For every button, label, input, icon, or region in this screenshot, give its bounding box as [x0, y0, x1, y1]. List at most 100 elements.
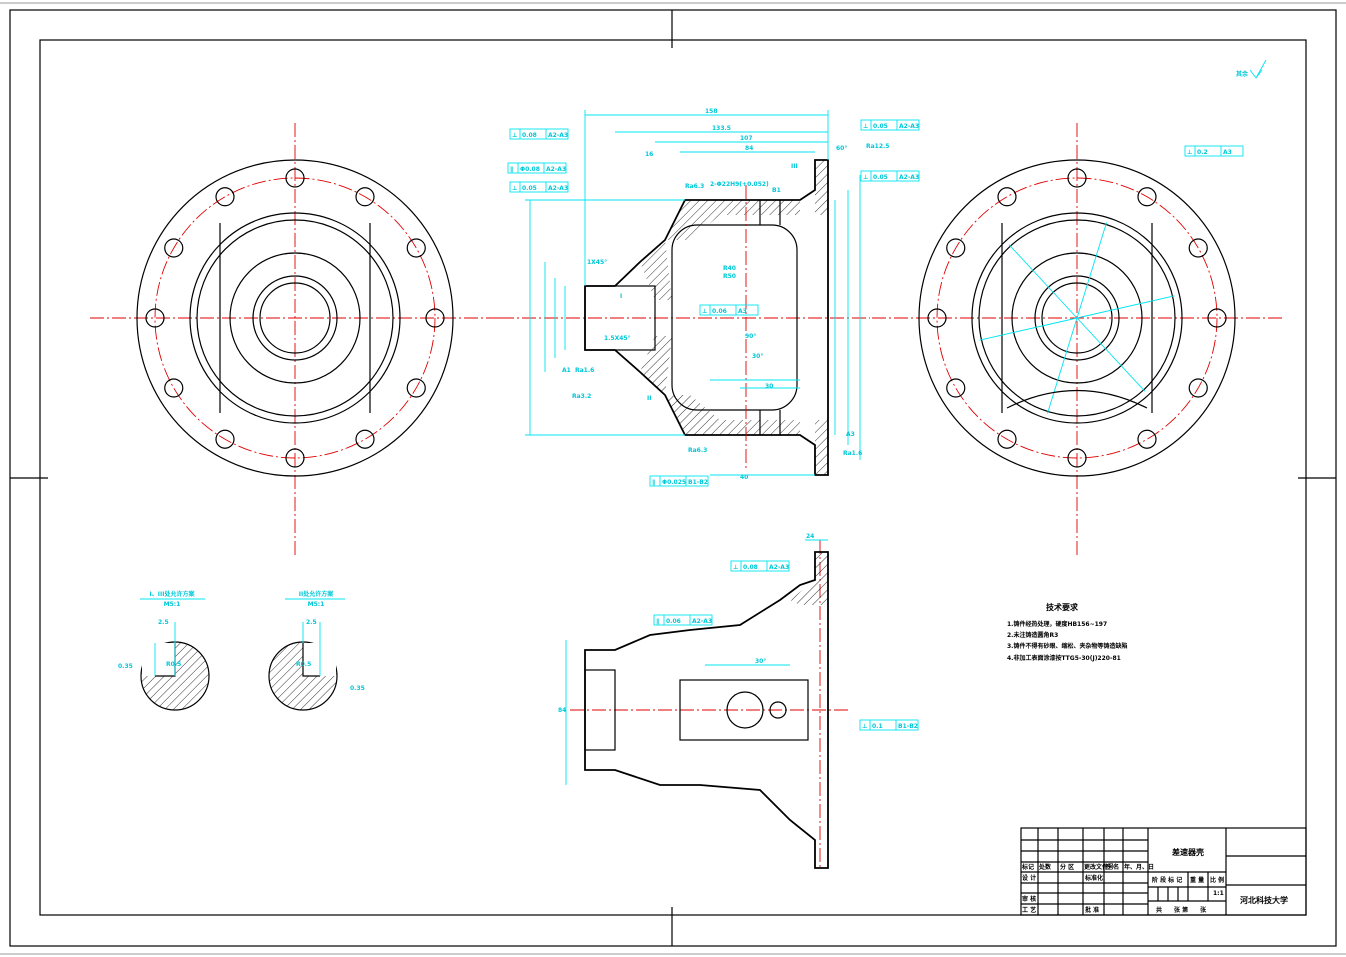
tolerance-text: 0.05 — [522, 185, 537, 192]
contour-circle — [136, 159, 454, 477]
detail-scale: M5:1 — [308, 601, 325, 608]
tolerance-text: ∥ — [652, 479, 655, 486]
dim-107: 107 — [740, 135, 753, 142]
inner-frame — [39, 39, 1307, 916]
bolt-hole — [425, 308, 445, 328]
contour-circle — [1034, 275, 1120, 361]
bolt-hole — [927, 308, 947, 328]
tolerance-text: 0.05 — [873, 174, 888, 181]
roughness-ra125: Ra12.5 — [866, 143, 889, 150]
tolerance-text: ⊥ — [1187, 149, 1192, 156]
tb-header: 标记 — [1021, 863, 1034, 871]
tolerance-text: 0.06 — [666, 618, 681, 625]
dim-r40: R40 — [723, 265, 736, 272]
contour-circle — [189, 212, 401, 424]
contour-circle — [229, 252, 361, 384]
right-end-view — [872, 123, 1282, 558]
datum-b1: B1 — [772, 187, 781, 194]
technical-requirements: 技术要求 1.铸件经热处理，硬度HB156~197 2.未注铸造圆角R3 3.铸… — [1007, 602, 1127, 662]
contour-circle — [1011, 252, 1143, 384]
tolerance-text: 0.1 — [872, 723, 883, 730]
dim-30: 30 — [765, 383, 773, 390]
detail-ii: II处允许方案 M5:1 2.5 R0.5 0.35 — [268, 590, 365, 711]
roughness-ra16b: Ra1.6 — [843, 450, 862, 457]
tolerance-text: 0.08 — [743, 564, 758, 571]
dim-16: 16 — [645, 151, 653, 158]
dim-158: 158 — [705, 108, 718, 115]
tolerance-text: 0.05 — [873, 123, 888, 130]
tolerance-text: ∥ — [656, 618, 659, 625]
main-section-view: 158 133.5 107 84 16 60° Ra12.5 Ra6.3 2-Φ… — [500, 108, 889, 481]
tolerance-text: A3 — [738, 308, 747, 315]
detail-height: 0.35 — [118, 663, 133, 670]
dim-holes: 2-Φ22H9(+0.052) — [710, 181, 769, 188]
tolerance-text: ⊥ — [702, 308, 707, 315]
tolerance-text: Φ0.08 — [520, 166, 540, 173]
tb-stage-mark: 阶 段 标 记 — [1152, 876, 1182, 884]
school-name: 河北科技大学 — [1240, 895, 1288, 905]
tb-sheets: 共 张 第 张 — [1156, 906, 1207, 914]
tb-header: 更改文件号 — [1084, 863, 1114, 871]
tb-approve: 批 准 — [1085, 906, 1099, 914]
tb-process: 工 艺 — [1022, 906, 1036, 914]
tb-scale: 比 例 — [1210, 876, 1224, 884]
dim-30deg: 30° — [752, 353, 763, 360]
dim-leader — [1008, 244, 1078, 319]
bolt-hole — [285, 168, 305, 188]
title-block: 差速器壳 河北科技大学 标记 处数 分 区 更改文件号 签 名 年、月、日 设 … — [1020, 827, 1307, 916]
outer-border — [9, 9, 1337, 947]
tb-weight: 重 量 — [1190, 876, 1204, 884]
bolt-hole — [215, 187, 235, 207]
contour-circle — [918, 159, 1236, 477]
detail-width: 2.5 — [306, 619, 317, 626]
tolerance-text: Φ0.025 — [662, 479, 686, 486]
bolt-hole — [1188, 378, 1208, 398]
bolt-hole — [145, 308, 165, 328]
roughness-rest-label: 其余 — [1236, 70, 1249, 78]
tolerance-text: 0.08 — [522, 132, 537, 139]
detail-title: I、III处允许方案 — [150, 590, 196, 598]
contour-circle — [1041, 282, 1113, 354]
bolt-hole — [946, 378, 966, 398]
tech-req-item: 2.未注铸造圆角R3 — [1007, 631, 1058, 639]
bolt-circle — [154, 177, 436, 459]
bolt-hole — [1188, 238, 1208, 258]
label-iii: III — [791, 163, 798, 170]
tolerance-text: B1-B2 — [898, 723, 918, 730]
tolerance-text: A2-A3 — [899, 123, 919, 130]
roughness-symbol-icon — [1249, 59, 1267, 79]
label-i: I — [620, 293, 622, 300]
dim-60deg: 60° — [836, 145, 847, 152]
dim-84: 84 — [745, 145, 753, 152]
tech-req-title: 技术要求 — [1046, 602, 1079, 612]
roughness-ra16: Ra1.6 — [575, 367, 594, 374]
tb-scale-value: 1:1 — [1213, 890, 1224, 897]
bolt-hole — [1137, 187, 1157, 207]
dim-30deg-b: 30° — [755, 658, 766, 665]
dim-90deg: 90° — [745, 333, 756, 340]
tolerance-text: A3 — [1223, 149, 1232, 156]
dim-24: 24 — [806, 533, 814, 540]
bolt-hole — [355, 187, 375, 207]
datum-a1: A1 — [562, 367, 571, 374]
contour-circle — [196, 219, 394, 417]
bolt-hole — [406, 378, 426, 398]
tb-design: 设 计 — [1022, 874, 1036, 882]
dim-leader — [1076, 317, 1146, 392]
detail-height: 0.35 — [350, 685, 365, 692]
bolt-hole — [164, 378, 184, 398]
bolt-hole — [406, 238, 426, 258]
tolerance-text: ⊥ — [512, 132, 517, 139]
dim-leader — [1076, 222, 1107, 319]
bolt-hole — [997, 429, 1017, 449]
tolerance-text: A2-A3 — [899, 174, 919, 181]
